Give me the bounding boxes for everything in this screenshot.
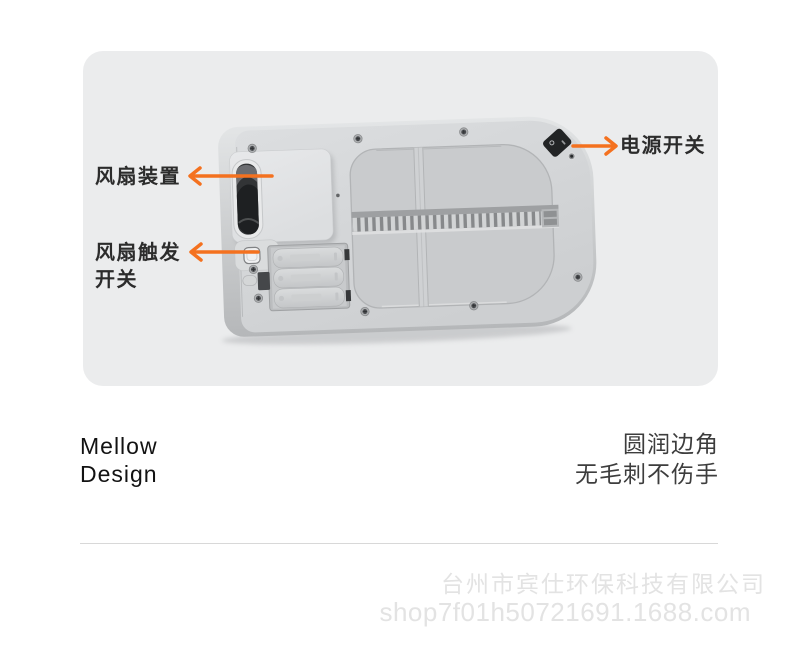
divider-line <box>80 543 718 544</box>
fan-trigger-switch <box>243 246 261 265</box>
battery-clip <box>345 290 352 302</box>
screw <box>253 293 264 304</box>
annotation-label-fan-trigger-line1: 风扇触发 <box>95 242 181 264</box>
annotation-label-fan-device: 风扇装置 <box>95 166 181 188</box>
screw <box>247 143 258 154</box>
battery-cell <box>274 286 345 309</box>
design-title-line1: Mellow <box>80 433 158 459</box>
mounting-hole <box>567 152 576 161</box>
screw <box>458 127 469 137</box>
battery-cell <box>273 266 345 289</box>
device-drop-shadow <box>221 324 572 345</box>
annotation-label-fan-trigger-line2: 开关 <box>95 269 138 291</box>
design-subtitle-line1: 圆润边角 <box>623 431 719 457</box>
screw <box>353 133 363 144</box>
annotation-arrow-fan-device <box>188 166 274 186</box>
design-subtitle: 圆润边角 无毛刺不伤手 <box>575 430 719 489</box>
design-title-line2: Design <box>80 460 158 487</box>
battery-clip <box>344 249 350 261</box>
screw <box>573 272 583 282</box>
battery-compartment <box>267 242 352 312</box>
wire-connector <box>257 271 271 291</box>
annotation-label-power-switch: 电源开关 <box>620 135 706 157</box>
screw <box>468 300 479 311</box>
design-subtitle-line2: 无毛刺不伤手 <box>575 460 719 487</box>
lid-slot <box>242 275 258 287</box>
design-title: Mellow Design <box>80 433 158 488</box>
annotation-arrow-fan-trigger <box>189 242 260 262</box>
pin-hole <box>336 193 340 198</box>
device-underside-illustration <box>188 116 618 345</box>
product-image-panel <box>83 51 718 386</box>
fan-opening <box>231 159 264 240</box>
ventilation-grille <box>351 204 560 235</box>
power-switch <box>543 128 572 157</box>
watermark-shop-url: shop7f01h50721691.1688.com <box>379 597 751 627</box>
annotation-arrow-power-switch <box>571 136 618 156</box>
screw <box>248 264 259 275</box>
screw <box>360 306 370 317</box>
annotation-label-fan-trigger: 风扇触发 开关 <box>95 240 181 294</box>
watermark-company: 台州市宾仕环保科技有限公司 <box>441 571 766 597</box>
battery-cell <box>272 246 344 269</box>
